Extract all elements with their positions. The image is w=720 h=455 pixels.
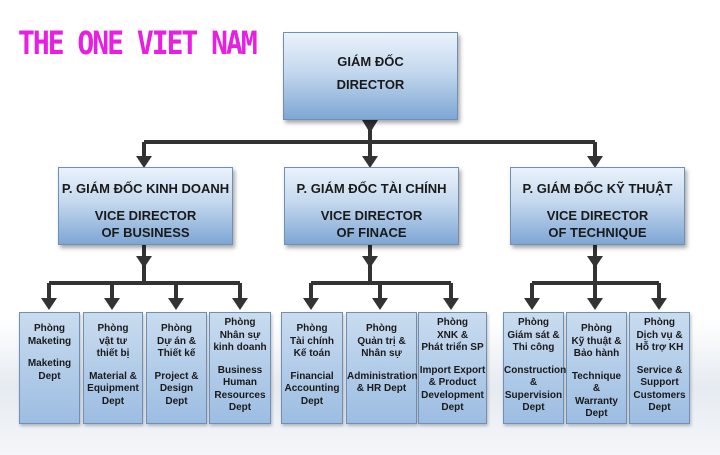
dept-name-en: Financial bbox=[290, 370, 334, 382]
director-vi: GIÁM ĐỐC bbox=[337, 54, 404, 69]
dept-name-en: Supervision bbox=[504, 389, 563, 401]
company-logo: THE ONE VIET NAM bbox=[18, 24, 258, 62]
dept-name-vi: Maketing bbox=[27, 335, 72, 347]
dept-name-en: Design bbox=[159, 383, 194, 394]
dept-name-en: & bbox=[529, 377, 538, 388]
vp-title-en: VICE DIRECTOR bbox=[94, 208, 197, 223]
vice-director-box: P. GIÁM ĐỐC TÀI CHÍNH VICE DIRECTOR OF FIN… bbox=[284, 167, 459, 245]
dept-name-vi: Phòng bbox=[580, 323, 613, 334]
dept-name-vi: Phòng bbox=[517, 317, 550, 328]
dept-name-en: Dept bbox=[165, 395, 188, 407]
dept-name-vi: Giám sát & bbox=[507, 329, 560, 341]
dept-name-en: Resources bbox=[214, 389, 266, 401]
dept-name-vi: Nhân sự bbox=[361, 348, 402, 359]
director-box: GIÁM ĐỐC DIRECTOR bbox=[283, 32, 458, 120]
dept-name-en: Human bbox=[223, 377, 257, 388]
dept-name-en: Support bbox=[640, 377, 679, 388]
dept-name-en: Dept bbox=[38, 370, 61, 382]
dept-name-vi: thiết bị bbox=[96, 348, 130, 359]
dept-name-vi: Phòng bbox=[365, 323, 398, 334]
dept-name-en: Dept bbox=[228, 402, 252, 413]
dept-name-vi: Hỗ trợ KH bbox=[635, 342, 684, 353]
dept-name-vi: Phòng bbox=[160, 323, 193, 334]
dept-name-vi: Thi công bbox=[512, 342, 555, 353]
dept-name-vi: Phòng bbox=[224, 317, 256, 328]
dept-name-vi: Phòng bbox=[643, 317, 676, 328]
dept-name-vi: XNK & bbox=[436, 329, 469, 341]
vp-title-vi: P. GIÁM ĐỐC KỸ THUẬT bbox=[522, 181, 673, 196]
dept-name-vi: Quản trị & bbox=[357, 335, 406, 347]
dept-name-vi: Phòng bbox=[33, 323, 66, 334]
vp-title-vi: P. GIÁM ĐỐC KINH DOANH bbox=[61, 181, 230, 196]
dept-name-vi: Phát triển SP bbox=[421, 342, 484, 353]
dept-name-en: Material & bbox=[89, 370, 137, 382]
vp-title-en: VICE DIRECTOR bbox=[546, 208, 649, 223]
vp-title-en-2: OF FINACE bbox=[336, 225, 407, 240]
dept-name-vi: kinh doanh bbox=[213, 342, 267, 353]
dept-name-en: Accounting bbox=[284, 383, 340, 394]
dept-name-vi: Bảo hành bbox=[573, 348, 620, 359]
dept-name-vi: Dịch vụ & bbox=[636, 329, 683, 341]
dept-name-vi: Kỹ thuật & bbox=[571, 335, 622, 347]
dept-name-en: Dept bbox=[522, 402, 545, 413]
dept-name-en: Dept bbox=[648, 402, 671, 413]
dept-name-vi: vật tư bbox=[99, 335, 127, 347]
dept-name-vi: Dự án & bbox=[157, 335, 196, 347]
dept-name-en: Maketing bbox=[27, 358, 72, 369]
dept-name-en: Dept bbox=[300, 395, 324, 407]
dept-name-en: Dept bbox=[441, 402, 464, 413]
dept-name-en: Customers bbox=[633, 389, 686, 401]
dept-name-en: Construction bbox=[504, 364, 567, 376]
dept-name-vi: Phòng bbox=[97, 323, 129, 334]
dept-name-en: Project & bbox=[154, 370, 199, 382]
dept-name-vi: Tài chính bbox=[290, 335, 334, 347]
dept-name-en: & HR Dept bbox=[356, 383, 407, 394]
dept-name-en: Business bbox=[217, 364, 263, 376]
dept-name-en: Technique & bbox=[571, 370, 622, 395]
dept-name-vi: Nhân sự bbox=[219, 329, 261, 341]
dept-name-en: Equipment bbox=[87, 383, 139, 394]
dept-name-vi: Phòng bbox=[436, 317, 469, 328]
vp-title-en: VICE DIRECTOR bbox=[320, 208, 423, 223]
dept-name-en: Service & bbox=[636, 364, 683, 376]
vp-title-en-2: OF BUSINESS bbox=[101, 225, 190, 240]
dept-name-en: Import Export bbox=[419, 364, 486, 376]
dept-name-vi: Kế toán bbox=[293, 348, 331, 359]
dept-name-en: & Product bbox=[428, 377, 477, 388]
director-en: DIRECTOR bbox=[336, 77, 405, 92]
vp-title-en-2: OF TECHNIQUE bbox=[548, 225, 647, 240]
vice-director-box: P. GIÁM ĐỐC KỸ THUẬT VICE DIRECTOR OF TECH… bbox=[510, 167, 685, 245]
dept-name-en: Development bbox=[421, 389, 484, 401]
vice-director-box: P. GIÁM ĐỐC KINH DOANH VICE DIRECTOR OF BU… bbox=[58, 167, 233, 245]
vp-title-vi: P. GIÁM ĐỐC TÀI CHÍNH bbox=[296, 181, 447, 196]
dept-name-en: Administration bbox=[347, 370, 418, 382]
dept-name-en: Warranty bbox=[575, 395, 618, 407]
dept-name-en: Dept bbox=[101, 395, 125, 407]
dept-name-vi: Thiết kế bbox=[157, 348, 196, 359]
dept-name-vi: Phòng bbox=[296, 323, 328, 334]
dept-name-en: Dept bbox=[585, 408, 608, 419]
